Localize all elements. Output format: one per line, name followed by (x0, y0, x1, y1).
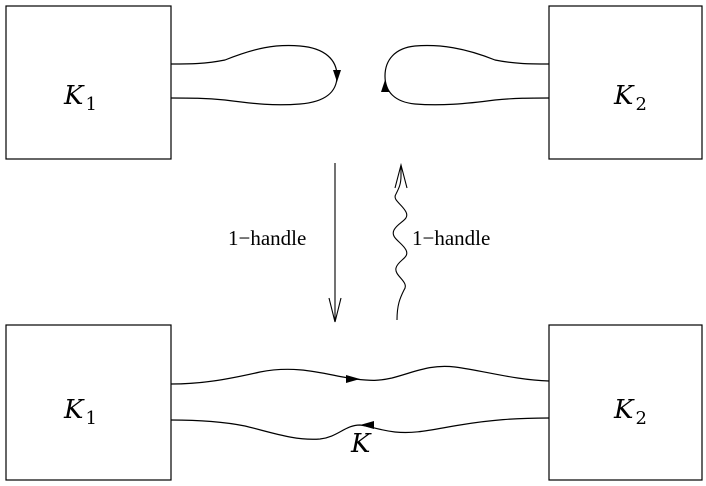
up-squiggle-shaft (392, 166, 408, 321)
down-arrow-label: 1−handle (228, 226, 306, 250)
bottom-left-box (5, 324, 172, 481)
down-arrow-head (328, 297, 342, 323)
bottom-right-box (548, 324, 703, 481)
bottom-upper-arrowhead (346, 375, 360, 383)
knot-K-label: K (350, 429, 372, 459)
bottom-upper-strand (170, 365, 550, 385)
top-left-strand-loop (170, 44, 338, 106)
bottom-lower-arrowhead (360, 421, 374, 429)
up-squiggle-head (394, 162, 408, 189)
transitions: 1−handle 1−handle (228, 162, 490, 323)
top-right-box (548, 5, 703, 160)
top-right-strand-loop (384, 44, 550, 106)
top-right-strand-arrowhead (381, 80, 389, 92)
top-left-box (5, 5, 172, 160)
up-arrow-label: 1−handle (412, 226, 490, 250)
top-left-strand-arrowhead (333, 70, 341, 82)
